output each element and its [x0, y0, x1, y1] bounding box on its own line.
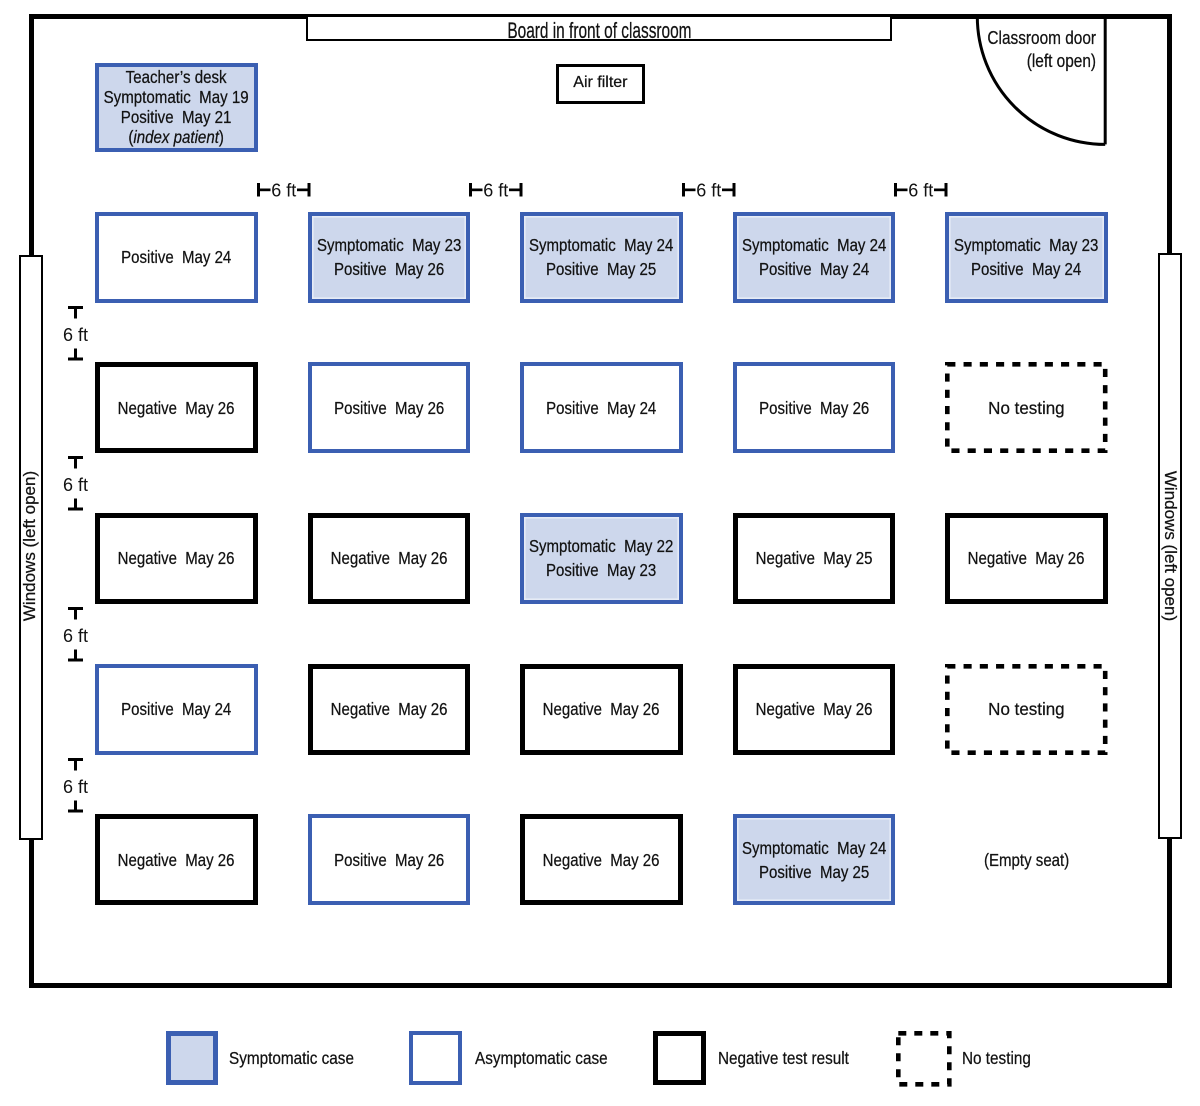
svg-text:6 ft: 6 ft	[62, 325, 87, 345]
svg-text:6 ft: 6 ft	[696, 180, 721, 200]
svg-text:6 ft: 6 ft	[62, 777, 87, 797]
svg-text:6 ft: 6 ft	[908, 180, 933, 200]
svg-text:6 ft: 6 ft	[62, 475, 87, 495]
svg-text:6 ft: 6 ft	[62, 626, 87, 646]
svg-text:6 ft: 6 ft	[271, 180, 296, 200]
svg-text:6 ft: 6 ft	[483, 180, 508, 200]
